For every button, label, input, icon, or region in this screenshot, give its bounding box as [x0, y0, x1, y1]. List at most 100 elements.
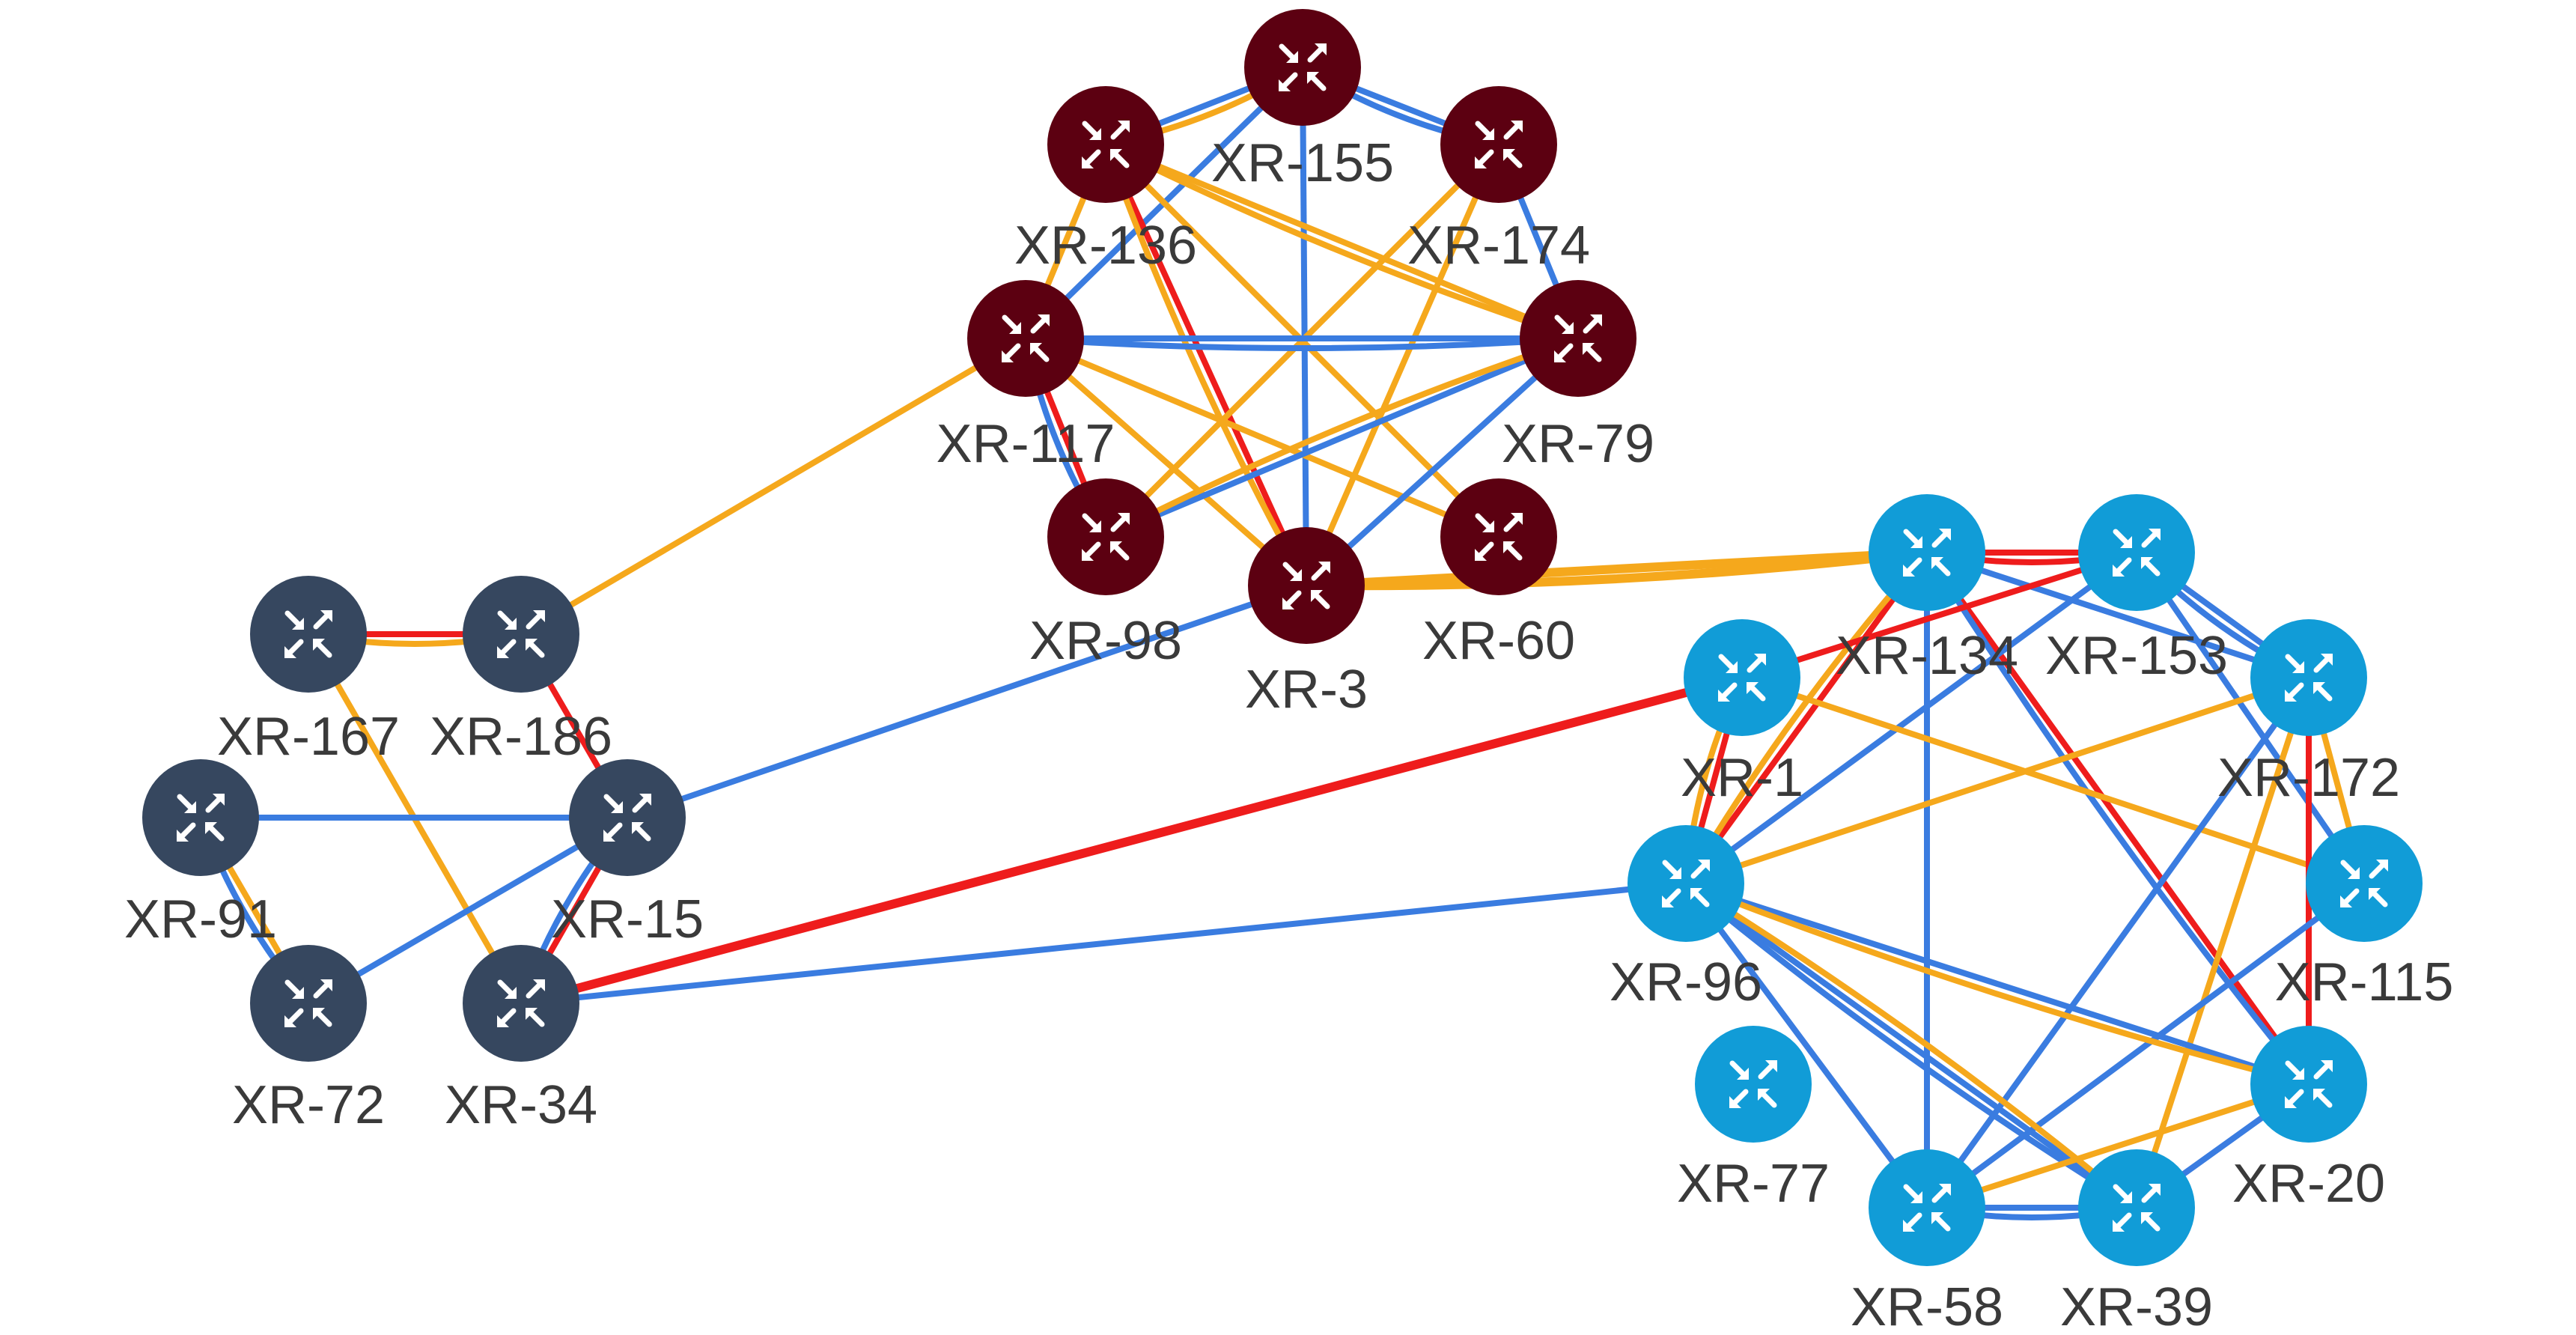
link-xr-172-xr-96[interactable] [1684, 675, 2310, 887]
node-label: XR-115 [2275, 952, 2454, 1012]
node-xr-96[interactable]: XR-96 [1610, 825, 1762, 1012]
node-label: XR-155 [1211, 133, 1394, 193]
node-xr-172[interactable]: XR-172 [2217, 619, 2400, 808]
node-xr-15[interactable]: XR-15 [551, 759, 704, 949]
node-label: XR-134 [1836, 626, 2018, 686]
link-xr-136-xr-3[interactable] [1103, 143, 1309, 587]
node-label: XR-117 [937, 414, 1115, 474]
link-xr-117-xr-186[interactable] [519, 335, 1028, 637]
node-label: XR-79 [1502, 414, 1654, 474]
link-xr-153-xr-96[interactable] [1684, 550, 2139, 887]
link-xr-34-xr-96[interactable] [520, 881, 1687, 1006]
node-label: XR-3 [1245, 660, 1368, 720]
node-circle[interactable] [2306, 825, 2423, 942]
node-label: XR-15 [551, 890, 704, 949]
node-label: XR-174 [1407, 216, 1590, 276]
link-xr-3-xr-15[interactable] [626, 583, 1308, 821]
link-xr-117-xr-79[interactable] [1025, 335, 1579, 351]
node-xr-186[interactable]: XR-186 [430, 576, 612, 767]
node-circle[interactable] [1695, 1026, 1812, 1143]
node-label: XR-20 [2232, 1154, 2385, 1214]
link-xr-96-xr-20[interactable] [1684, 881, 2310, 1087]
node-circle[interactable] [1047, 478, 1164, 595]
node-circle[interactable] [250, 576, 367, 693]
node-label: XR-153 [2045, 626, 2228, 686]
node-circle[interactable] [967, 280, 1084, 397]
node-xr-117[interactable]: XR-117 [937, 280, 1115, 474]
node-circle[interactable] [1520, 280, 1636, 397]
node-label: XR-58 [1851, 1277, 2003, 1335]
link-xr-1-xr-115[interactable] [1741, 675, 2366, 887]
node-xr-153[interactable]: XR-153 [2045, 494, 2228, 686]
node-xr-98[interactable]: XR-98 [1029, 478, 1182, 671]
node-label: XR-172 [2217, 748, 2400, 808]
link-xr-136-xr-3[interactable] [1103, 143, 1309, 587]
node-circle[interactable] [2250, 1026, 2367, 1143]
node-label: XR-60 [1422, 611, 1575, 671]
node-xr-167[interactable]: XR-167 [217, 576, 400, 767]
node-label: XR-167 [217, 707, 400, 767]
node-xr-136[interactable]: XR-136 [1014, 86, 1197, 276]
node-circle[interactable] [1684, 619, 1800, 736]
node-xr-39[interactable]: XR-39 [2060, 1149, 2213, 1335]
link-xr-115-xr-58[interactable] [1925, 881, 2366, 1211]
node-circle[interactable] [463, 576, 579, 693]
link-xr-96-xr-39[interactable] [1684, 881, 2139, 1211]
node-label: XR-77 [1677, 1154, 1830, 1214]
node-xr-79[interactable]: XR-79 [1502, 280, 1654, 474]
link-xr-79-xr-98[interactable] [1104, 335, 1580, 540]
link-xr-3-xr-134[interactable] [1306, 548, 1928, 591]
link-xr-172-xr-58[interactable] [1924, 675, 2312, 1210]
node-circle[interactable] [569, 759, 686, 876]
node-xr-115[interactable]: XR-115 [2275, 825, 2454, 1012]
node-xr-134[interactable]: XR-134 [1836, 494, 2018, 686]
node-xr-72[interactable]: XR-72 [232, 945, 385, 1135]
node-label: XR-96 [1610, 952, 1762, 1012]
node-circle[interactable] [1440, 478, 1557, 595]
node-label: XR-98 [1029, 611, 1182, 671]
link-xr-136-xr-79[interactable] [1104, 142, 1580, 341]
link-xr-155-xr-3[interactable] [1300, 67, 1309, 586]
link-xr-174-xr-3[interactable] [1303, 143, 1502, 587]
node-circle[interactable] [1440, 86, 1557, 203]
node-label: XR-91 [124, 890, 277, 949]
link-xr-117-xr-60[interactable] [1024, 335, 1500, 540]
node-xr-20[interactable]: XR-20 [2232, 1026, 2385, 1214]
node-label: XR-39 [2060, 1277, 2213, 1335]
node-circle[interactable] [1627, 825, 1744, 942]
node-xr-60[interactable]: XR-60 [1422, 478, 1575, 671]
node-xr-34[interactable]: XR-34 [445, 945, 597, 1135]
node-label: XR-186 [430, 707, 612, 767]
node-circle[interactable] [142, 759, 259, 876]
node-circle[interactable] [2078, 494, 2195, 611]
node-xr-155[interactable]: XR-155 [1211, 9, 1394, 193]
link-xr-79-xr-98[interactable] [1104, 335, 1580, 540]
link-xr-134-xr-20[interactable] [1924, 550, 2312, 1086]
node-circle[interactable] [2250, 619, 2367, 736]
link-xr-134-xr-20[interactable] [1924, 550, 2312, 1086]
node-xr-77[interactable]: XR-77 [1677, 1026, 1830, 1214]
node-circle[interactable] [463, 945, 579, 1062]
link-xr-96-xr-20[interactable] [1684, 881, 2309, 1087]
node-circle[interactable] [1869, 1149, 1985, 1266]
node-label: XR-1 [1681, 748, 1803, 808]
node-circle[interactable] [2078, 1149, 2195, 1266]
link-xr-3-xr-134[interactable] [1306, 548, 1928, 590]
node-xr-91[interactable]: XR-91 [124, 759, 277, 949]
node-circle[interactable] [250, 945, 367, 1062]
link-xr-34-xr-1[interactable] [520, 673, 1744, 1008]
node-label: XR-136 [1014, 216, 1197, 276]
node-circle[interactable] [1244, 9, 1361, 126]
node-xr-174[interactable]: XR-174 [1407, 86, 1590, 276]
link-xr-136-xr-79[interactable] [1104, 142, 1580, 341]
node-label: XR-34 [445, 1075, 597, 1135]
node-xr-58[interactable]: XR-58 [1851, 1149, 2003, 1335]
node-label: XR-72 [232, 1075, 385, 1135]
node-circle[interactable] [1248, 527, 1365, 644]
node-xr-3[interactable]: XR-3 [1245, 527, 1368, 720]
node-circle[interactable] [1047, 86, 1164, 203]
node-xr-1[interactable]: XR-1 [1681, 619, 1803, 808]
node-circle[interactable] [1869, 494, 1985, 611]
